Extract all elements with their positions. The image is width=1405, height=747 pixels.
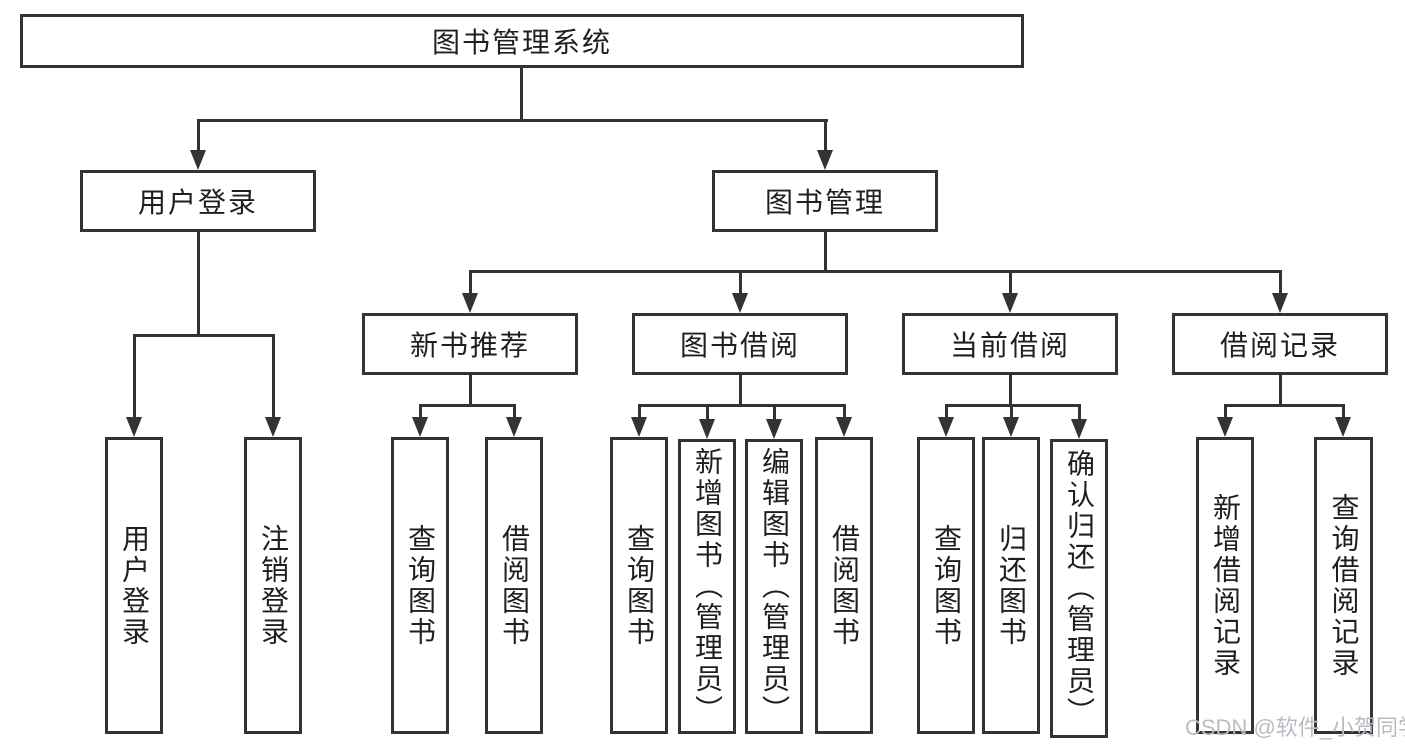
edge-line: [824, 119, 827, 154]
node-label: 借阅图书: [499, 523, 530, 648]
edge-arrow: [1003, 417, 1019, 437]
edge-line: [469, 270, 472, 297]
node-label: 图书管理: [764, 187, 885, 218]
edge-line: [197, 119, 828, 122]
edge-line: [706, 404, 709, 421]
node-label: 查询图书: [405, 523, 436, 648]
edge-line: [419, 404, 422, 421]
edge-line: [1010, 404, 1013, 421]
edge-arrow: [506, 417, 522, 437]
node-label: 当前借阅: [949, 330, 1070, 361]
node-label: 查询图书: [624, 523, 655, 648]
edge-line: [1342, 404, 1345, 421]
node-book-management: 图书管理: [712, 170, 938, 232]
edge-line: [1224, 404, 1345, 407]
node-label: 确认归还（管理员）: [1064, 449, 1095, 728]
node-label: 图书管理系统: [431, 27, 612, 58]
edge-arrow: [190, 150, 206, 170]
node-label: 新增图书（管理员）: [692, 447, 723, 726]
edge-arrow: [817, 150, 833, 170]
edge-line: [739, 375, 742, 407]
edge-line: [272, 334, 275, 421]
edge-arrow: [126, 417, 142, 437]
node-query-borrow-record: 查询借阅记录: [1314, 437, 1373, 734]
node-logout: 注销登录: [244, 437, 302, 734]
edge-line: [843, 404, 846, 421]
edge-line: [469, 375, 472, 407]
node-label: 新增借阅记录: [1210, 492, 1241, 679]
edge-line: [773, 404, 776, 421]
edge-line: [1009, 270, 1012, 297]
edge-arrow: [1217, 417, 1233, 437]
edge-arrow: [1272, 293, 1288, 313]
node-label: 借阅图书: [829, 523, 860, 648]
edge-line: [638, 404, 641, 421]
edge-arrow: [836, 417, 852, 437]
edge-line: [133, 334, 136, 421]
edge-arrow: [732, 293, 748, 313]
node-label: 注销登录: [258, 523, 289, 648]
edge-line: [638, 404, 846, 407]
node-label: 查询借阅记录: [1328, 492, 1360, 679]
node-new-book-recommend: 新书推荐: [362, 313, 578, 375]
node-label: 查询图书: [931, 523, 962, 648]
node-current-borrowing: 当前借阅: [902, 313, 1118, 375]
node-library-system: 图书管理系统: [20, 14, 1024, 68]
edge-arrow: [1071, 419, 1087, 439]
edge-arrow: [1002, 293, 1018, 313]
edge-arrow: [462, 293, 478, 313]
edge-arrow: [265, 417, 281, 437]
edge-line: [513, 404, 516, 421]
node-query-books-borrow: 查询图书: [610, 437, 668, 734]
node-user-login-action: 用户登录: [105, 437, 163, 734]
node-borrow-books-recommend: 借阅图书: [485, 437, 543, 734]
edge-line: [197, 232, 200, 337]
node-query-books-current: 查询图书: [917, 437, 975, 734]
edge-line: [520, 68, 523, 121]
edge-line: [419, 404, 516, 407]
edge-line: [945, 404, 1081, 407]
node-label: 用户登录: [137, 187, 258, 218]
node-label: 归还图书: [996, 523, 1027, 648]
node-book-borrowing: 图书借阅: [632, 313, 848, 375]
edge-line: [133, 334, 275, 337]
edge-line: [1279, 270, 1282, 297]
node-user-login: 用户登录: [80, 170, 316, 232]
node-label: 借阅记录: [1219, 330, 1340, 361]
node-label: 图书借阅: [679, 330, 800, 361]
edge-line: [824, 232, 827, 273]
node-confirm-return-admin: 确认归还（管理员）: [1050, 439, 1108, 738]
edge-line: [739, 270, 742, 297]
edge-line: [1078, 404, 1081, 421]
edge-arrow: [699, 419, 715, 439]
node-borrow-records: 借阅记录: [1172, 313, 1388, 375]
edge-line: [1279, 375, 1282, 407]
node-query-books-recommend: 查询图书: [391, 437, 449, 734]
edge-line: [469, 270, 1281, 273]
edge-line: [1224, 404, 1227, 421]
node-return-books: 归还图书: [982, 437, 1040, 734]
edge-arrow: [631, 417, 647, 437]
node-label: 新书推荐: [409, 330, 530, 361]
node-add-borrow-record: 新增借阅记录: [1196, 437, 1254, 734]
csdn-watermark: CSDN @软件_小贺同学: [1185, 715, 1405, 740]
node-add-books-admin: 新增图书（管理员）: [678, 439, 736, 734]
edge-line: [1009, 375, 1012, 407]
edge-arrow: [412, 417, 428, 437]
node-label: 用户登录: [119, 523, 150, 648]
edge-arrow: [938, 417, 954, 437]
node-label: 编辑图书（管理员）: [759, 447, 790, 726]
edge-line: [197, 119, 200, 154]
edge-arrow: [1335, 417, 1351, 437]
node-borrow-books: 借阅图书: [815, 437, 873, 734]
edge-line: [945, 404, 948, 421]
edge-arrow: [766, 419, 782, 439]
node-edit-books-admin: 编辑图书（管理员）: [745, 439, 803, 734]
